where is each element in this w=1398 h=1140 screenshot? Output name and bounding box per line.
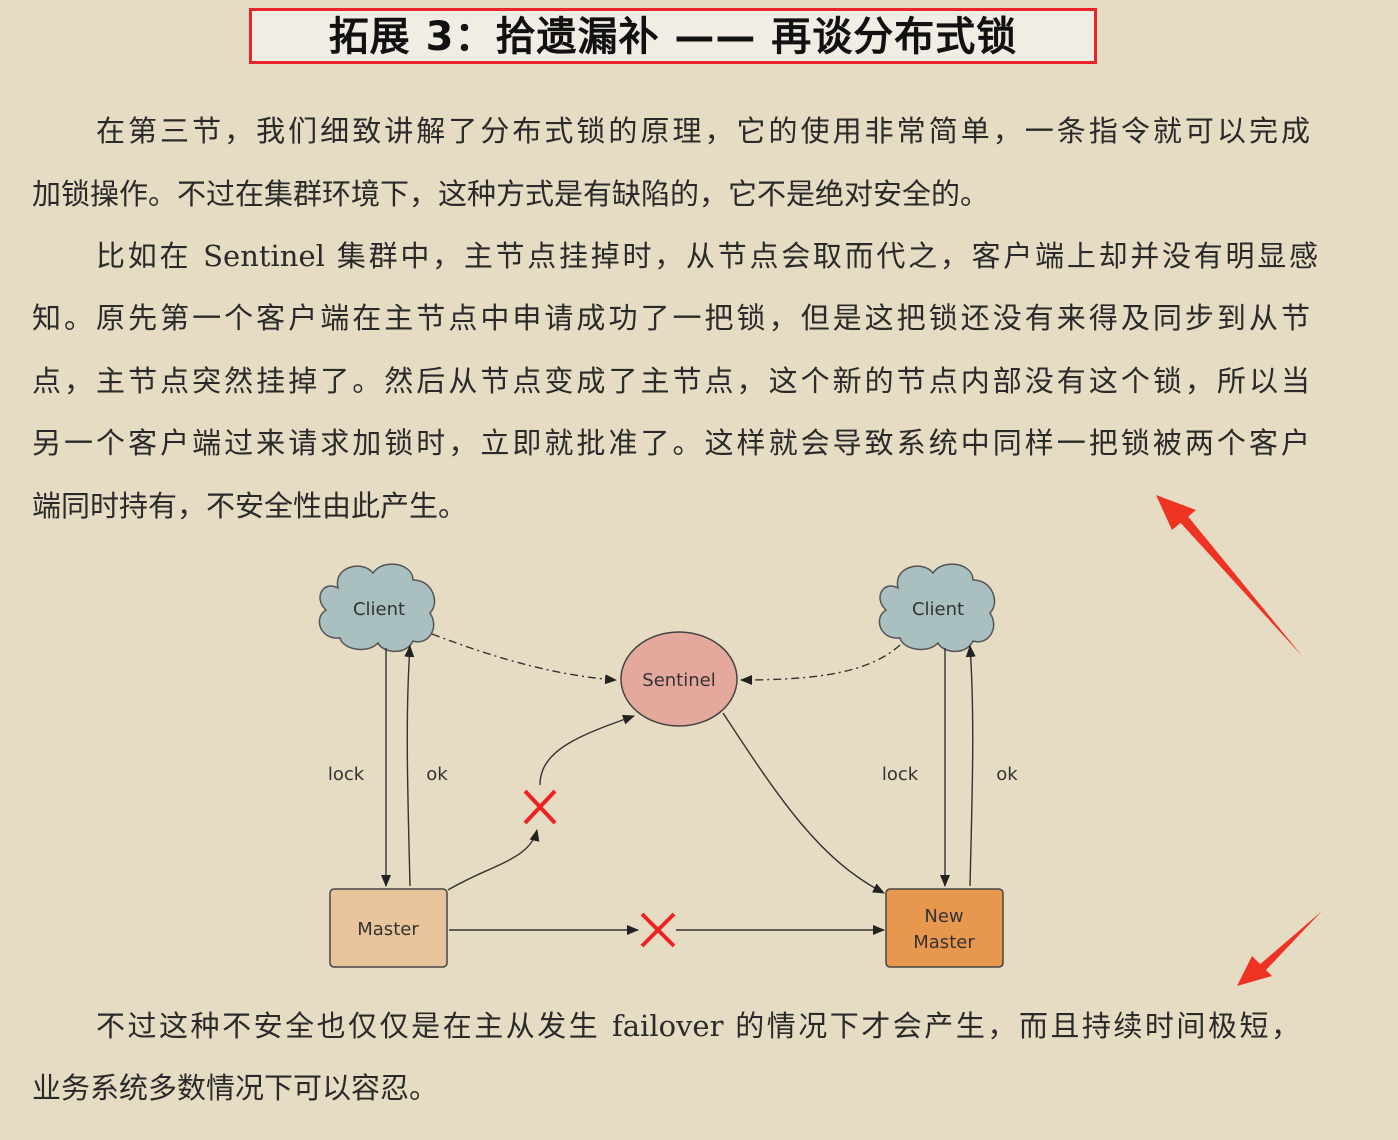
red-annotation-arrow-icon [1237,911,1322,986]
paragraph-line: 不过这种不安全也仅仅是在主从发生 failover 的情况下才会产生，而且持续时… [96,1009,1300,1043]
paragraph-line: 比如在 Sentinel 集群中，主节点挂掉时，从节点会取而代之，客户端上却并没… [96,239,1318,273]
client-left-to-sentinel [431,633,617,685]
paragraph-line: 知。原先第一个客户端在主节点中申请成功了一把锁，但是这把锁还没有来得及同步到从节 [32,301,1310,335]
lock-label-left: lock [328,764,365,785]
sentinel-to-new-master [722,712,885,894]
paragraph-line: 另一个客户端过来请求加锁时，立即就批准了。这样就会导致系统中同样一把锁被两个客户 [32,426,1310,460]
paragraph-line: 加锁操作。不过在集群环境下，这种方式是有缺陷的，它不是绝对安全的。 [32,177,990,211]
page-title: 拓展 3：拾遗漏补 —— 再谈分布式锁 [328,14,1018,60]
cross-icon [523,789,557,825]
master-to-sentinel-upper [539,714,635,786]
lock-label-right: lock [882,764,919,785]
paragraph-line: 在第三节，我们细致讲解了分布式锁的原理，它的使用非常简单，一条指令就可以完成 [96,114,1310,148]
ok-arrow-left [404,645,415,887]
paragraph-line: 点，主节点突然挂掉了。然后从节点变成了主节点，这个新的节点内部没有这个锁，所以当 [32,364,1310,398]
ok-label-left: ok [426,764,448,785]
ok-arrow-right [965,645,976,887]
cross-icon [640,912,676,948]
new-master-label-1: New [924,906,963,927]
client-right-label: Client [912,599,964,620]
ok-label-right: ok [996,764,1018,785]
sentinel-node [620,631,738,727]
title-box: 拓展 3：拾遗漏补 —— 再谈分布式锁 [249,8,1097,64]
new-master-node [885,888,1004,968]
client-right-to-sentinel [740,644,901,685]
master-to-sentinel-lower [447,829,540,891]
paragraph-line: 端同时持有，不安全性由此产生。 [32,489,468,523]
client-left-label: Client [353,599,405,620]
sentinel-label: Sentinel [642,670,715,691]
master-label: Master [357,919,419,940]
paragraph-line: 业务系统多数情况下可以容忍。 [32,1071,439,1105]
red-annotation-arrow-icon [1156,495,1303,657]
new-master-label-2: Master [913,932,975,953]
master-node [329,888,448,968]
